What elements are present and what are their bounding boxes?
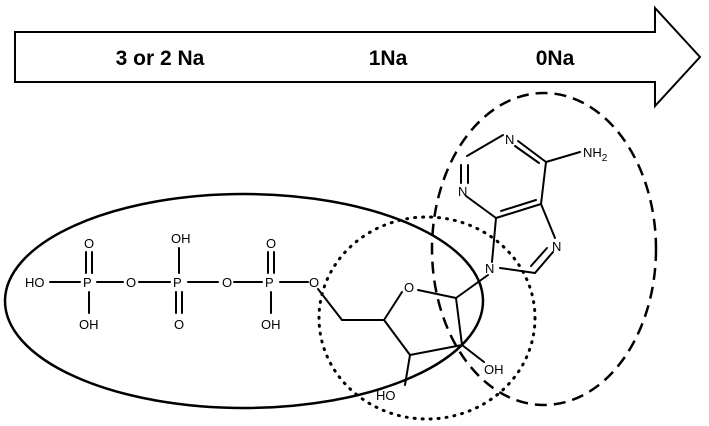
atom-label: OH <box>79 317 99 332</box>
atom-label: O <box>404 280 414 295</box>
atom-label: HO <box>376 388 396 403</box>
arrow-label-3-or-2-na: 3 or 2 Na <box>116 47 205 70</box>
arrow-label-0-na: 0Na <box>536 47 575 70</box>
molecule-bonds <box>49 134 581 386</box>
atom-label: N <box>458 184 467 199</box>
atom-label: N <box>552 239 561 254</box>
atom-label: N <box>485 261 494 276</box>
direction-arrow: 3 or 2 Na 1Na 0Na <box>14 5 702 109</box>
atom-label: OH <box>261 317 281 332</box>
atom-label: O <box>84 236 94 251</box>
ribose-region-circle <box>317 215 537 421</box>
atom-label: OH <box>484 362 504 377</box>
atom-label: O <box>266 236 276 251</box>
adenine-region-ellipse <box>430 91 658 407</box>
phosphate-region-ellipse <box>3 192 485 410</box>
atom-label: O <box>174 317 184 332</box>
atom-label: O <box>222 275 232 290</box>
amine-label: NH2 <box>583 145 608 164</box>
atom-label: OH <box>171 231 191 246</box>
atom-label: P <box>265 275 274 290</box>
molecule-atom-labels: HO P O OH O OH P O O O P OH O O OH HO N … <box>25 132 608 403</box>
arrow-label-1-na: 1Na <box>369 47 408 70</box>
atom-label: O <box>309 275 319 290</box>
atom-label: O <box>126 275 136 290</box>
atom-label: P <box>83 275 92 290</box>
region-outlines <box>3 91 658 421</box>
atom-label: N <box>505 132 514 147</box>
atom-label: HO <box>25 275 45 290</box>
atom-label: P <box>173 275 182 290</box>
